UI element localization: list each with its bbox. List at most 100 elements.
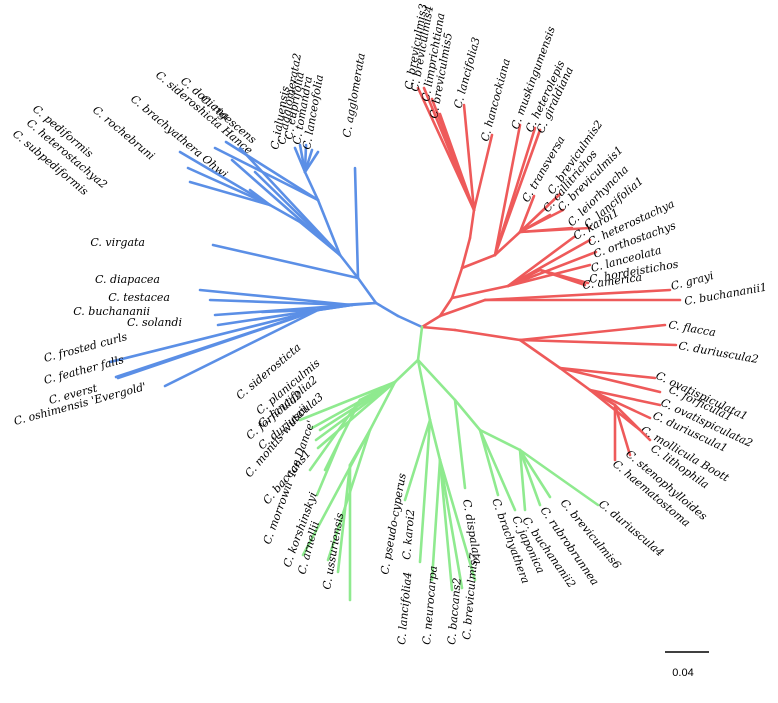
taxon-label-c-ussuriensis: C. ussuriensis [320,511,346,590]
green-leaf-branch [301,428,372,557]
red-leaf-branch [538,268,587,287]
green-leaf-branch [478,428,517,512]
red-leaf-branch [558,366,657,380]
green-leaf-branch [403,418,432,502]
green-internal-branch [428,418,442,462]
taxon-label-c-virgata: C. virgata [90,236,145,249]
taxon-label-c-solandi: C. solandi [127,316,182,329]
blue-leaf-branch [108,308,320,364]
green-leaf-branch [438,458,477,582]
red-internal-branch [493,230,522,257]
red-leaf-branch [506,250,598,288]
red-internal-branch [450,284,510,300]
red-internal-branch [450,266,464,300]
green-leaf-branch [315,438,342,497]
green-internal-branch [478,428,522,452]
green-leaf-branch [298,380,397,422]
taxon-label-c-testacea: C. testacea [108,291,170,304]
red-leaf-branch [588,388,652,420]
red-leaf-branch [493,123,522,257]
green-leaf-branch [453,398,467,490]
red-leaf-branch [613,403,632,457]
blue-leaf-branch [211,243,360,280]
red-leaf-branch [518,194,536,234]
red-internal-branch [468,208,476,240]
taxon-label-c-grayi: C. grayi [669,269,714,293]
green-leaf-branch [336,463,352,574]
blue-leaf-branch [353,166,360,280]
green-leaf-branch [418,418,432,564]
blue-leaf-branch [216,303,354,327]
blue-leaf-branch [253,170,342,257]
red-leaf-branch [462,103,476,212]
green-leaf-branch [430,458,442,582]
red-internal-branch [420,325,457,332]
green-leaf-branch [518,448,552,499]
green-internal-branch [416,358,432,422]
blue-leaf-branch [303,150,320,174]
taxon-label-c-breviculmis7: C. breviculmis7 [460,553,481,641]
blue-internal-branch [338,253,360,280]
green-internal-branch [393,358,420,384]
red-internal-branch [438,296,454,318]
red-leaf-branch [518,208,565,234]
taxon-label-c-hancockiana: C. hancockiana [478,57,513,143]
taxon-label-c-duriuscula2: C. duriuscula2 [677,339,759,366]
green-internal-branch [416,325,424,362]
blue-internal-branch [303,170,320,202]
red-leaf-branch [558,366,662,394]
red-leaf-branch [588,388,662,407]
blue-leaf-branch [208,298,354,307]
red-internal-branch [518,338,562,370]
taxon-label-c-baccans2: C. baccans2 [445,577,464,645]
taxon-label-c-neurocarpa: C. neurocarpa [420,565,440,645]
blue-leaf-branch [163,308,320,388]
red-internal-branch [420,314,442,329]
taxon-label-c-agglomerata: C. agglomerata [340,52,368,139]
green-leaf-branch [438,458,464,590]
blue-leaf-branch [198,288,354,307]
red-leaf-branch [613,403,652,442]
red-internal-branch [460,236,472,270]
red-leaf-branch [518,338,678,347]
green-internal-branch [416,358,457,402]
blue-leaf-branch [178,150,272,207]
blue-internal-branch [374,301,400,318]
red-leaf-branch [438,112,476,212]
red-leaf-branch [518,323,667,342]
blue-internal-branch [268,203,302,224]
taxon-label-c-dispalata: C. dispalata [460,498,484,565]
taxon-label-c-lancifolia4: C. lancifolia4 [395,571,414,645]
blue-leaf-branch [188,180,272,207]
green-leaf-branch [308,398,362,472]
green-leaf-branch [518,448,542,507]
green-leaf-branch [518,448,527,512]
red-leaf-branch [483,288,672,302]
red-leaf-branch [506,235,576,288]
blue-leaf-branch [224,140,320,202]
blue-leaf-branch [213,146,320,202]
taxon-label-c-flacca: C. flacca [667,318,716,339]
green-leaf-branch [438,458,454,592]
green-leaf-branch [478,428,500,497]
taxon-label-c-karoi2: C. karoi2 [400,509,417,561]
red-leaf-branch [506,238,592,288]
green-internal-branch [453,398,482,432]
red-internal-branch [558,366,592,392]
blue-leaf-branch [186,166,272,207]
red-internal-branch [460,253,497,270]
red-leaf-branch [518,226,592,234]
red-leaf-branch [472,133,494,212]
red-leaf-branch [518,192,562,234]
green-leaf-branch [518,448,600,507]
green-leaf-branch [316,380,397,450]
blue-internal-branch [356,276,378,305]
blue-leaf-branch [213,303,354,317]
red-leaf-branch [506,263,592,288]
taxon-label-c-buchananii: C. buchananii [73,305,150,318]
blue-internal-branch [316,198,342,257]
scale-bar-label: 0.04 [672,667,693,679]
taxon-label-c-sideroshicta-hance: C. sideroshicta Hance [153,68,255,157]
